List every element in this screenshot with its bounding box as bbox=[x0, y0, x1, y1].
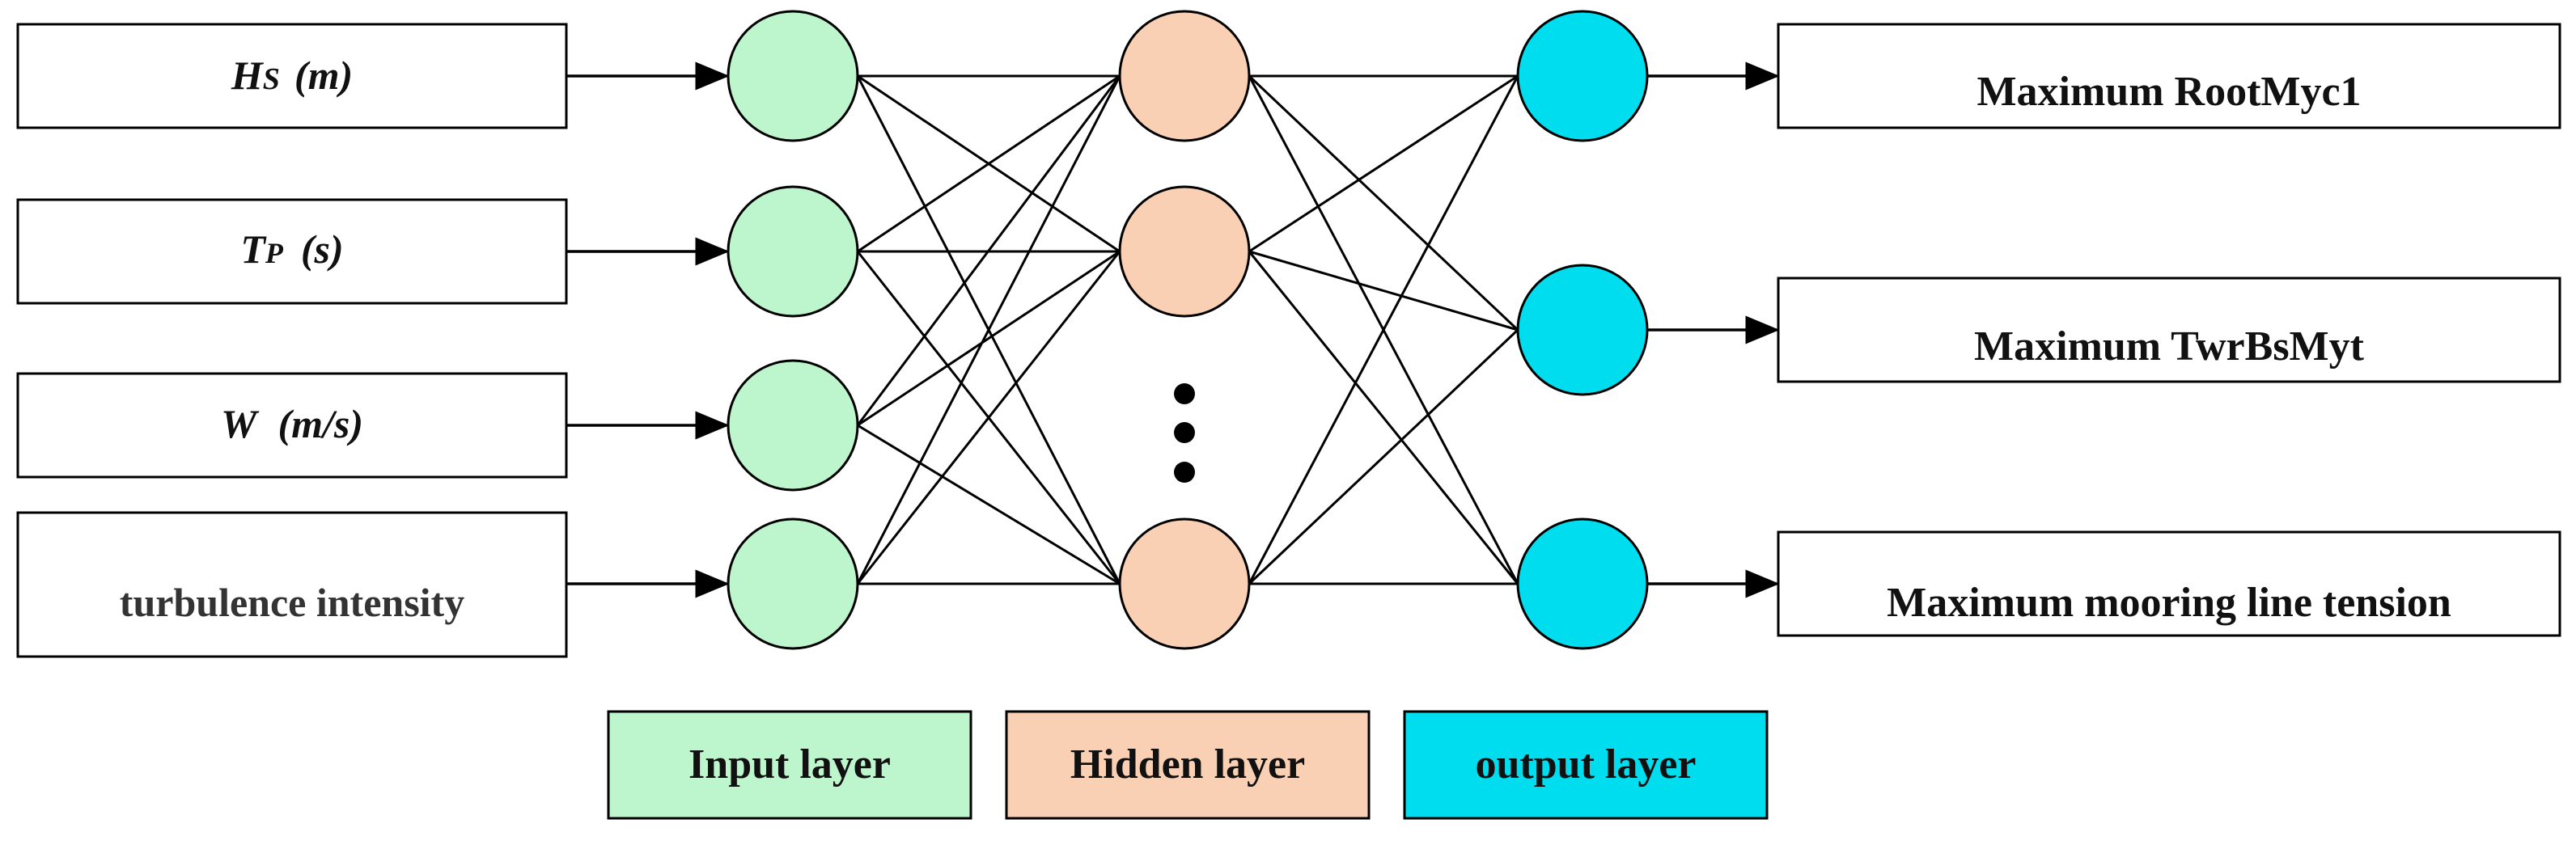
hs-subscript: S bbox=[263, 62, 280, 96]
input-hidden-connection bbox=[857, 250, 1121, 427]
input-node bbox=[727, 359, 859, 492]
legend-hidden-layer: Hidden layer bbox=[1005, 710, 1371, 820]
tp-subscript: P bbox=[265, 237, 284, 269]
svg-text:W(m/s): W (m/s) bbox=[221, 401, 363, 446]
input-hidden-connection bbox=[856, 251, 1121, 585]
input-hidden-connection bbox=[857, 74, 1121, 253]
output-label-rootmyc1: Maximum RootMyc1 bbox=[1976, 69, 2361, 115]
input-hidden-connection bbox=[857, 424, 1121, 585]
w-unit: (m/s) bbox=[278, 401, 363, 446]
svg-text:TP(s): TP (s) bbox=[240, 226, 343, 272]
hs-unit: (m) bbox=[294, 53, 353, 98]
svg-text:HS(m): HS (m) bbox=[231, 53, 353, 98]
nodes bbox=[727, 10, 1649, 650]
input-box-tp: TP (s) bbox=[16, 198, 568, 305]
hidden-output-connection bbox=[1248, 74, 1519, 332]
input-hidden-connection bbox=[856, 75, 1121, 426]
connections bbox=[566, 61, 1780, 598]
hidden-output-connection bbox=[1248, 250, 1519, 332]
hs-symbol: H bbox=[231, 53, 265, 98]
input-hidden-connection bbox=[856, 75, 1121, 585]
input-box-turbulence: turbulence intensity bbox=[16, 511, 568, 658]
ellipsis-dots bbox=[1174, 383, 1195, 483]
input-node bbox=[727, 517, 859, 650]
tp-unit: (s) bbox=[301, 226, 344, 272]
input-box-hs: HS (m) bbox=[16, 23, 568, 129]
hidden-output-connection bbox=[1248, 75, 1519, 585]
output-label-mooring: Maximum mooring line tension bbox=[1887, 580, 2451, 626]
input-box-w: W (m/s) bbox=[16, 372, 568, 479]
output-box-twrbsmyt: Maximum TwrBsMyt bbox=[1777, 277, 2561, 383]
tp-symbol: T bbox=[240, 226, 267, 272]
hidden-node bbox=[1118, 185, 1251, 318]
legend-input-label: Input layer bbox=[688, 741, 891, 788]
output-node bbox=[1516, 517, 1649, 650]
hidden-output-connection bbox=[1248, 74, 1519, 253]
output-label-twrbsmyt: Maximum TwrBsMyt bbox=[1974, 323, 2365, 370]
output-node bbox=[1516, 10, 1649, 142]
w-symbol: W bbox=[221, 401, 260, 446]
input-node bbox=[727, 10, 859, 142]
hidden-output-connection bbox=[1248, 328, 1519, 585]
hidden-output-connection bbox=[1248, 251, 1519, 585]
legend-input-layer: Input layer bbox=[607, 710, 972, 820]
output-box-rootmyc1: Maximum RootMyc1 bbox=[1777, 23, 2561, 129]
output-box-mooring: Maximum mooring line tension bbox=[1777, 530, 2561, 637]
legend-output-label: output layer bbox=[1476, 741, 1697, 788]
hidden-node bbox=[1118, 517, 1251, 650]
legend-hidden-label: Hidden layer bbox=[1070, 741, 1305, 788]
output-node bbox=[1516, 264, 1649, 396]
legend-output-layer: output layer bbox=[1403, 710, 1769, 820]
input-node bbox=[727, 185, 859, 318]
turbulence-label: turbulence intensity bbox=[120, 580, 464, 625]
hidden-node bbox=[1118, 10, 1251, 142]
